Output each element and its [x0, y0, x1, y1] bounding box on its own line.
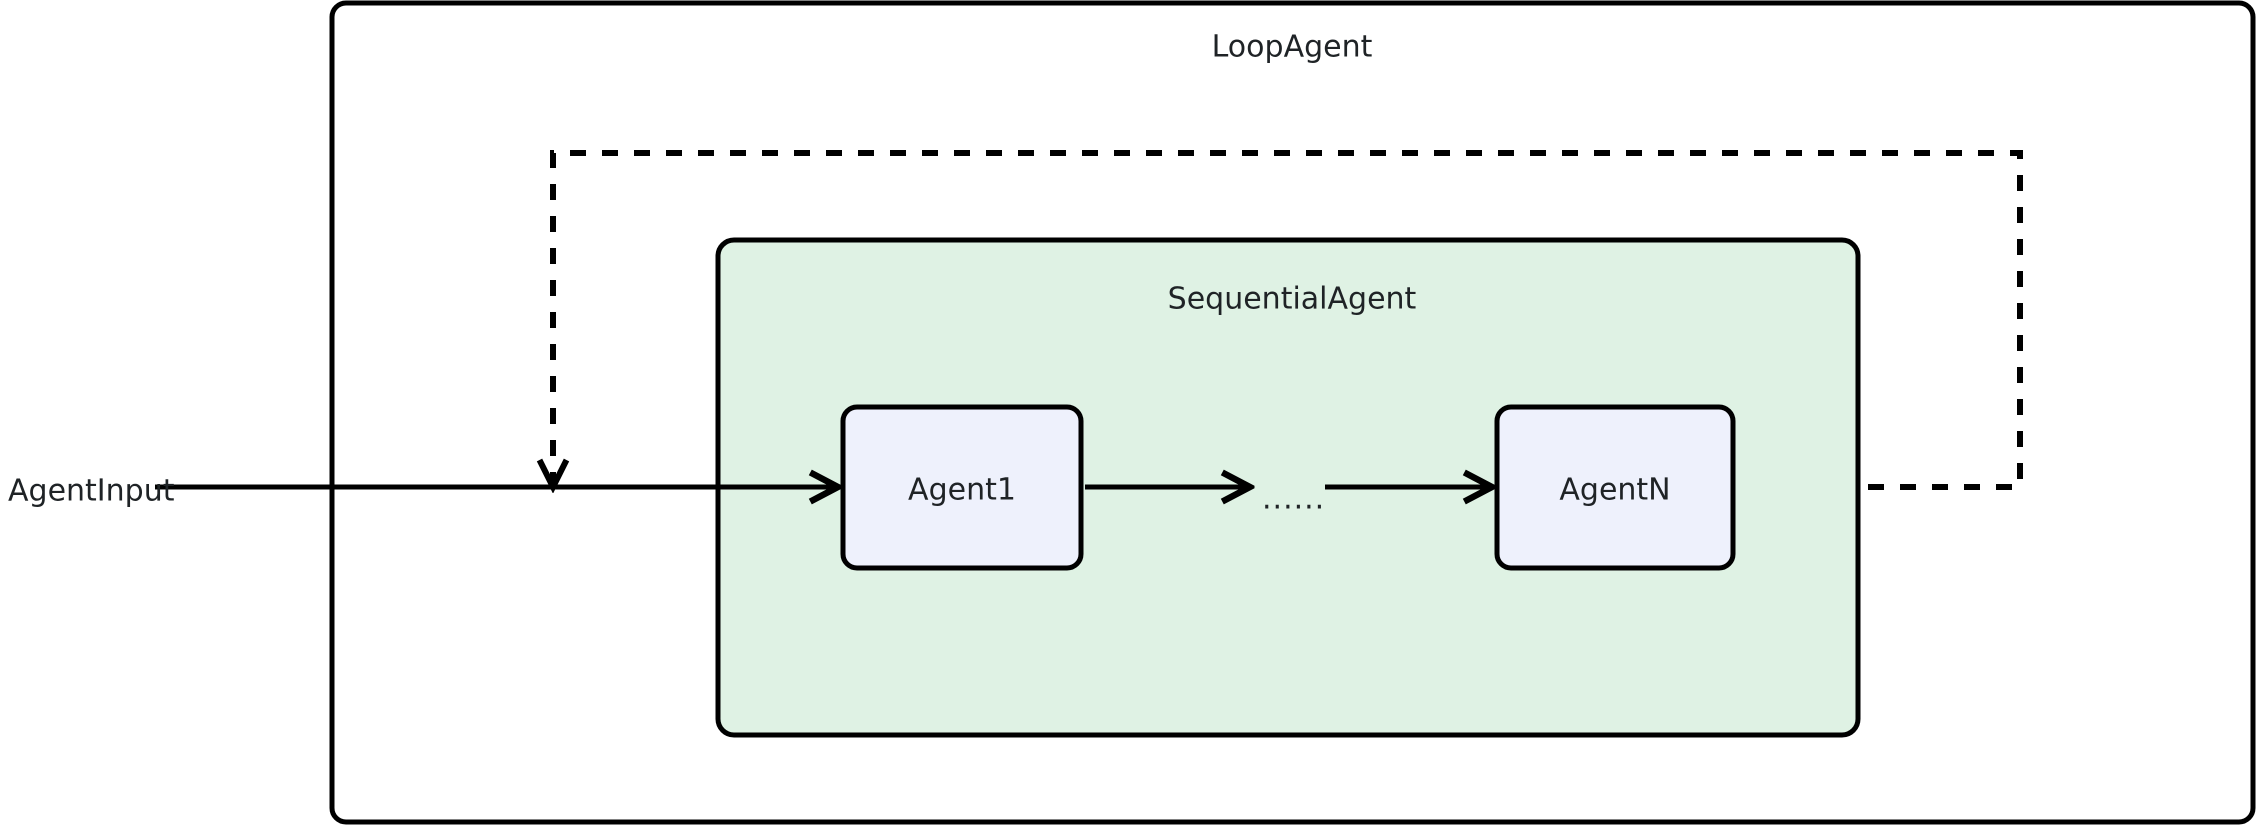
agentn-node[interactable]: AgentN	[1494, 404, 1736, 571]
sequential-agent-label: SequentialAgent	[1168, 282, 1417, 317]
agent-input-label: AgentInput	[8, 474, 175, 509]
agentn-label: AgentN	[1559, 473, 1670, 508]
loopback-edge[interactable]	[553, 150, 2023, 487]
agent1-box[interactable]	[840, 404, 1084, 571]
ellipsis-label: ......	[1262, 482, 1325, 517]
agentn-box[interactable]	[1494, 404, 1736, 571]
agent1-node[interactable]: Agent1	[840, 404, 1084, 571]
sequential-agent-container[interactable]: SequentialAgent	[715, 237, 1861, 738]
loop-agent-label: LoopAgent	[1212, 30, 1373, 65]
agent1-label: Agent1	[908, 473, 1016, 508]
